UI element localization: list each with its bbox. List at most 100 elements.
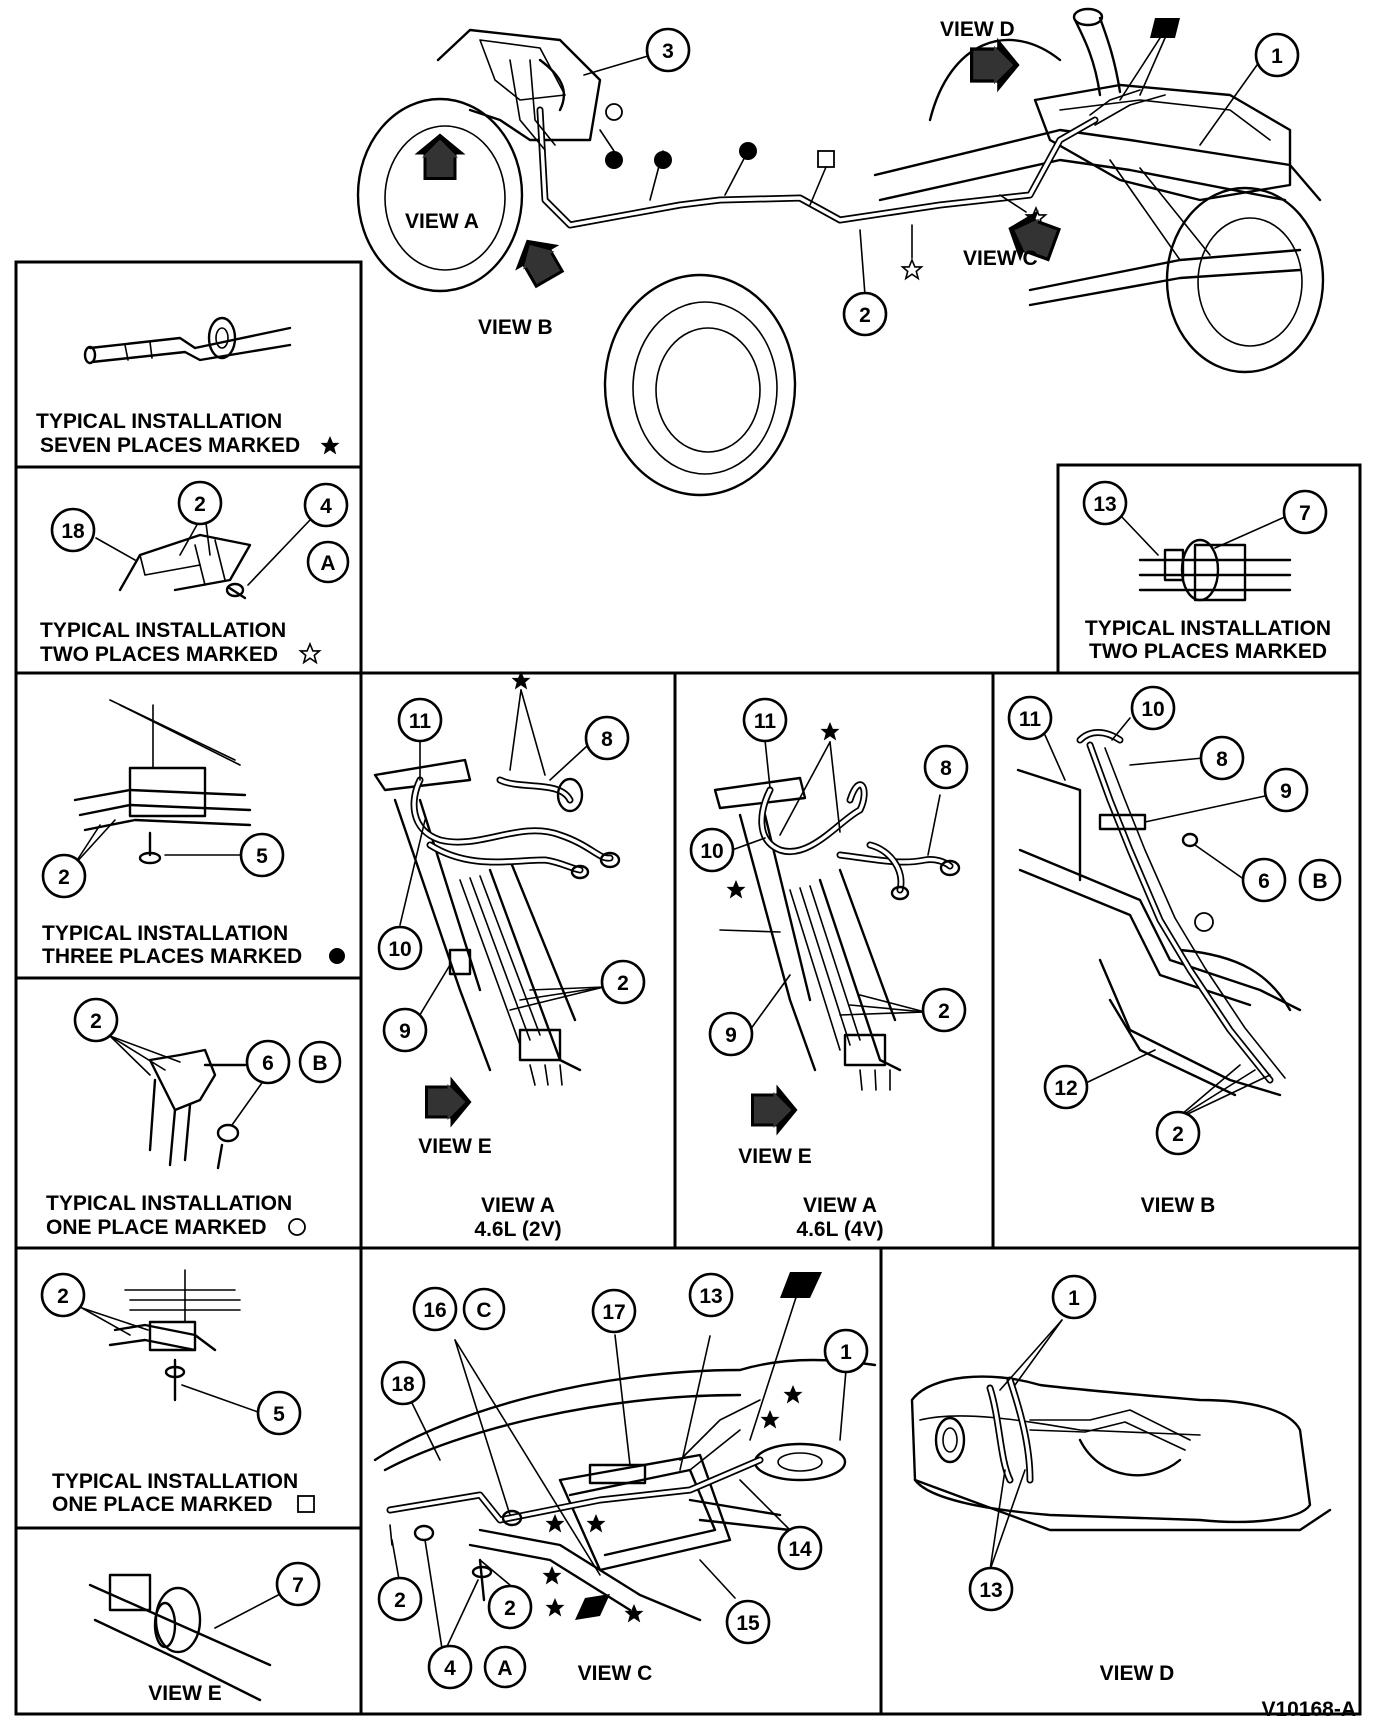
outline-circle-icon — [1194, 912, 1214, 932]
callout-5-onesquare: 5 — [273, 1403, 285, 1426]
callout-11-vb: 11 — [1019, 708, 1042, 731]
outline-circle-icon — [605, 103, 623, 121]
three-places-line1: TYPICAL INSTALLATION — [42, 922, 288, 945]
view-c-callouts: 18 16 C 17 13 1 14 15 2 2 4 A — [377, 1272, 869, 1690]
view-arrow-icon — [970, 37, 1020, 93]
callout-9-vb: 9 — [1280, 780, 1292, 803]
filled-circle-icon — [329, 948, 345, 964]
callout-13-vd: 13 — [979, 1579, 1002, 1602]
filled-star-icon — [586, 1514, 606, 1533]
callout-7-viewe: 7 — [292, 1574, 304, 1597]
callout-6-oneplace: 6 — [262, 1052, 274, 1075]
panel-two-places-star: 18 2 4 A — [50, 480, 350, 600]
panel-view-b — [1016, 717, 1302, 1121]
filled-star-icon — [545, 1514, 565, 1533]
callout-10-va2v: 10 — [388, 938, 411, 961]
one-place-square-line2: ONE PLACE MARKED — [52, 1493, 273, 1516]
callout-18-vc: 18 — [391, 1373, 415, 1396]
panel-view-d — [910, 1319, 1332, 1571]
view-e-title: VIEW E — [148, 1682, 222, 1705]
overview-view-a-label: VIEW A — [405, 210, 479, 233]
callout-2-va2v: 2 — [617, 972, 629, 995]
panel-seven-places — [83, 316, 292, 365]
two-places-marked-line1: TYPICAL INSTALLATION — [1085, 617, 1331, 640]
outline-star-icon — [299, 643, 321, 664]
callout-B-oneplace: B — [312, 1052, 327, 1075]
callout-1-vc: 1 — [840, 1341, 852, 1364]
view-a-2v-subtitle: 4.6L (2V) — [474, 1218, 561, 1241]
filled-tag-icon — [575, 1594, 610, 1620]
view-a-2v-callouts: 11 8 10 9 2 — [377, 697, 646, 1053]
callout-16-vc: 16 — [423, 1299, 446, 1322]
diagram-id: V10168-A — [1261, 1698, 1356, 1721]
view-d-callouts: 1 13 — [968, 1274, 1097, 1612]
two-places-star-line2: TWO PLACES MARKED — [40, 643, 278, 666]
filled-star-icon — [783, 1385, 803, 1404]
overview-view-d-label: VIEW D — [940, 18, 1015, 41]
outline-square-icon — [817, 150, 835, 168]
panel-one-place-square: 2 5 — [40, 1269, 302, 1436]
callout-2: 2 — [859, 304, 871, 327]
callout-8-va2v: 8 — [601, 728, 613, 751]
callout-17-vc: 17 — [602, 1301, 625, 1324]
filled-star-icon — [726, 880, 746, 899]
callout-2-vb: 2 — [1172, 1123, 1184, 1146]
overview-markers — [599, 18, 1180, 280]
callout-2-va4v: 2 — [938, 1000, 950, 1023]
callout-A-twoplaces: A — [320, 552, 335, 575]
callout-2-vc-left: 2 — [394, 1589, 406, 1612]
view-arrow-icon — [751, 1084, 798, 1136]
panel-view-e: 7 — [88, 1561, 321, 1702]
callout-15-vc: 15 — [736, 1612, 760, 1635]
panel-view-a-4v — [713, 739, 961, 1091]
view-arrow-icon — [425, 1076, 472, 1128]
callout-1-vd: 1 — [1068, 1287, 1080, 1310]
view-d-title: VIEW D — [1100, 1662, 1175, 1685]
callout-2-twoplaces: 2 — [194, 493, 206, 516]
callout-4-twoplaces: 4 — [320, 495, 332, 518]
view-a-4v-subtitle: 4.6L (4V) — [796, 1218, 883, 1241]
outline-square-icon — [297, 1495, 315, 1513]
callout-2-threeplaces: 2 — [58, 866, 70, 889]
callout-A-vc: A — [497, 1657, 512, 1680]
seven-places-line2: SEVEN PLACES MARKED — [40, 434, 300, 457]
two-places-star-line1: TYPICAL INSTALLATION — [40, 619, 286, 642]
callout-C-vc: C — [476, 1299, 491, 1322]
one-place-square-line1: TYPICAL INSTALLATION — [52, 1470, 298, 1493]
callout-13-vc: 13 — [699, 1285, 722, 1308]
view-c-title: VIEW C — [578, 1662, 653, 1685]
callout-10-va4v: 10 — [700, 840, 723, 863]
view-b-title: VIEW B — [1141, 1194, 1216, 1217]
callout-14-vc: 14 — [788, 1538, 812, 1561]
callout-2-vc-mid: 2 — [504, 1597, 516, 1620]
filled-star-icon — [760, 1410, 780, 1429]
callout-8-va4v: 8 — [940, 757, 952, 780]
filled-star-icon — [624, 1604, 644, 1623]
view-arrow-icon — [414, 133, 466, 180]
filled-star-icon — [320, 436, 340, 455]
view-b-callouts: 11 10 8 9 6 B 12 2 — [1007, 685, 1342, 1156]
overview-vehicle — [356, 7, 1325, 497]
callout-9-va2v: 9 — [399, 1020, 411, 1043]
panel-frames — [14, 260, 1362, 1716]
outline-star-icon — [901, 259, 923, 280]
view-a-2v-arrow-label: VIEW E — [418, 1135, 492, 1158]
filled-circle-icon — [605, 151, 623, 169]
callout-11-va4v: 11 — [754, 710, 777, 733]
callout-6-vb: 6 — [1258, 870, 1270, 893]
one-place-circle-line2: ONE PLACE MARKED — [46, 1216, 267, 1239]
three-places-line2: THREE PLACES MARKED — [42, 945, 302, 968]
callout-12-vb: 12 — [1054, 1077, 1077, 1100]
callout-3: 3 — [662, 40, 674, 63]
panel-view-c — [373, 1284, 877, 1656]
view-a-4v-arrow-label: VIEW E — [738, 1145, 812, 1168]
view-a-4v-callouts: 11 8 10 9 2 — [689, 697, 969, 1057]
callout-9-va4v: 9 — [725, 1024, 737, 1047]
callout-7-twomarked: 7 — [1299, 502, 1311, 525]
outline-circle-icon — [288, 1218, 306, 1236]
view-a-4v-title: VIEW A — [803, 1194, 877, 1217]
overview-callouts: 3 1 2 — [583, 27, 1300, 337]
callout-8-vb: 8 — [1216, 748, 1228, 771]
callout-1: 1 — [1271, 45, 1283, 68]
